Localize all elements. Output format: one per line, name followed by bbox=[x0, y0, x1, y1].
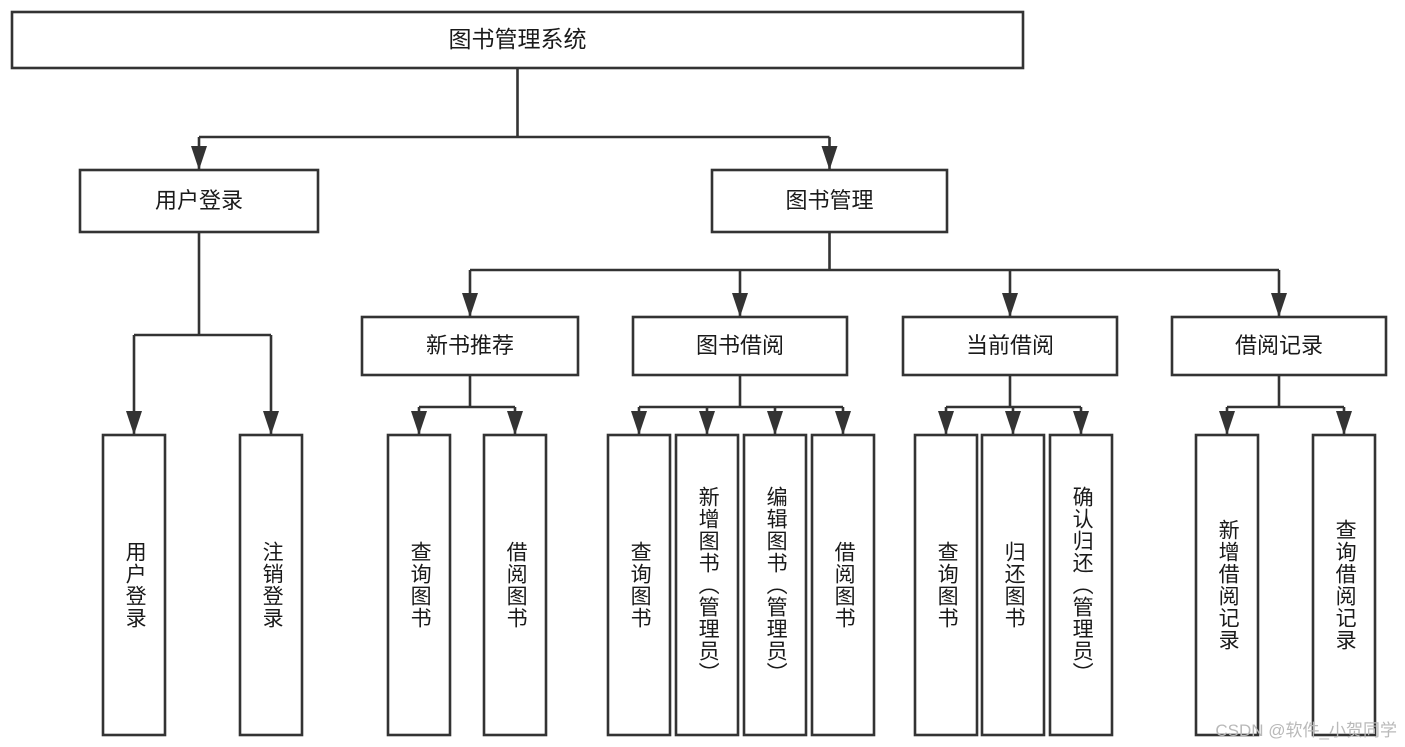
node-box-leaf-query-book-3[interactable] bbox=[913, 433, 979, 737]
arrow-head-book_manage-2 bbox=[1002, 293, 1018, 317]
node-box-book-manage[interactable] bbox=[710, 168, 949, 234]
arrow-head-book_borrow-1 bbox=[699, 411, 715, 435]
node-label-borrow-record: 借阅记录 bbox=[1235, 333, 1323, 358]
node-box-book-borrow[interactable] bbox=[631, 315, 849, 377]
node-box-root[interactable] bbox=[10, 10, 1025, 70]
node-box-leaf-return-book[interactable] bbox=[980, 433, 1046, 737]
node-box-leaf-logout[interactable] bbox=[238, 433, 304, 737]
arrow-head-current_borrow-1 bbox=[1005, 411, 1021, 435]
edge-layer bbox=[126, 68, 1352, 435]
node-label-user-login: 用户登录 bbox=[155, 188, 243, 213]
arrow-head-user_login-0 bbox=[126, 411, 142, 435]
arrow-head-book_manage-3 bbox=[1271, 293, 1287, 317]
arrow-head-book_borrow-3 bbox=[835, 411, 851, 435]
node-box-leaf-add-record[interactable] bbox=[1194, 433, 1260, 737]
arrow-head-current_borrow-0 bbox=[938, 411, 954, 435]
node-label-root: 图书管理系统 bbox=[449, 26, 587, 52]
node-box-leaf-edit-book[interactable] bbox=[742, 433, 808, 737]
node-box-new-book-rec[interactable] bbox=[360, 315, 580, 377]
arrow-head-borrow_record-1 bbox=[1336, 411, 1352, 435]
arrow-head-root-1 bbox=[821, 146, 838, 170]
arrow-head-current_borrow-2 bbox=[1073, 411, 1089, 435]
node-box-leaf-borrow-book-2[interactable] bbox=[810, 433, 876, 737]
arrow-head-book_borrow-0 bbox=[631, 411, 647, 435]
arrow-head-book_borrow-2 bbox=[767, 411, 783, 435]
node-label-book-borrow: 图书借阅 bbox=[696, 333, 784, 358]
node-box-leaf-query-book-2[interactable] bbox=[606, 433, 672, 737]
node-label-book-manage: 图书管理 bbox=[785, 188, 873, 213]
node-box-leaf-user-login[interactable] bbox=[101, 433, 167, 737]
arrow-head-book_manage-0 bbox=[462, 293, 478, 317]
arrow-head-book_manage-1 bbox=[732, 293, 748, 317]
arrow-head-user_login-1 bbox=[263, 411, 279, 435]
node-box-borrow-record[interactable] bbox=[1170, 315, 1388, 377]
node-box-leaf-query-book-1[interactable] bbox=[386, 433, 452, 737]
node-box-leaf-add-book[interactable] bbox=[674, 433, 740, 737]
arrow-head-borrow_record-0 bbox=[1219, 411, 1235, 435]
arrow-head-new_book_rec-0 bbox=[411, 411, 427, 435]
node-box-user-login[interactable] bbox=[78, 168, 320, 234]
watermark-text: CSDN @软件_小贺同学 bbox=[1215, 721, 1397, 740]
node-box-current-borrow[interactable] bbox=[901, 315, 1119, 377]
arrow-head-new_book_rec-1 bbox=[507, 411, 523, 435]
node-box-leaf-confirm-return[interactable] bbox=[1048, 433, 1114, 737]
node-box-leaf-borrow-book-1[interactable] bbox=[482, 433, 548, 737]
node-label-new-book-rec: 新书推荐 bbox=[426, 333, 514, 358]
node-box-leaf-query-record[interactable] bbox=[1311, 433, 1377, 737]
arrow-head-root-0 bbox=[191, 146, 207, 170]
node-label-current-borrow: 当前借阅 bbox=[966, 333, 1054, 358]
